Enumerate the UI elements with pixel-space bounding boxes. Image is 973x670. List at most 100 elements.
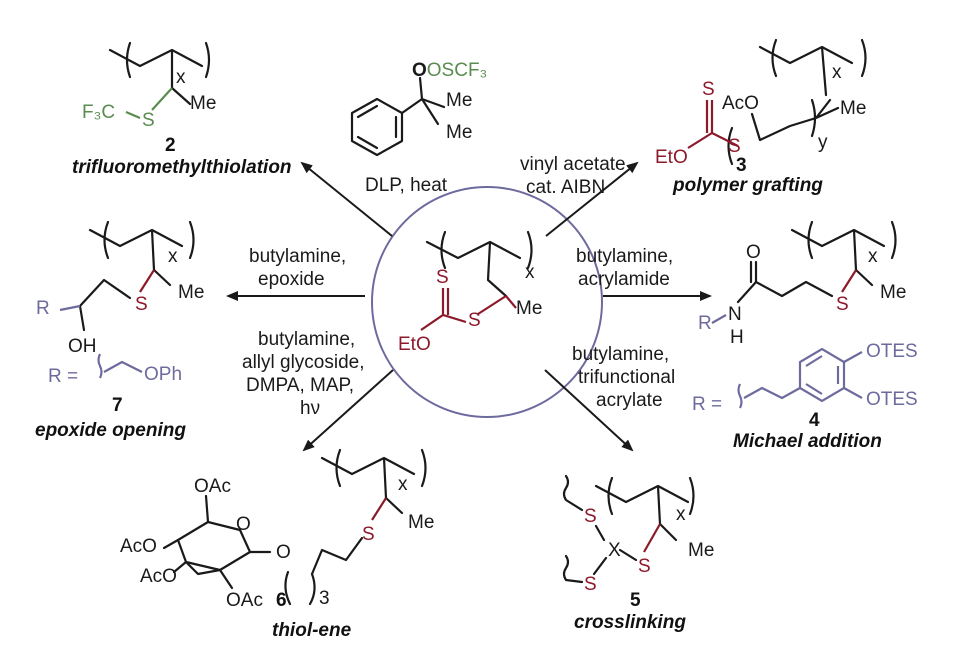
p6-sub3: 3 (319, 588, 330, 609)
product-7: x Me S R OH R = OPh 7 epoxide opening bu… (35, 220, 346, 441)
p7-r-def: R = (48, 366, 78, 387)
p4-brackets (807, 220, 897, 260)
p2-cf3: F₃C (82, 102, 115, 123)
p6-propyl (310, 536, 364, 576)
cond-xlink-1: butylamine, (572, 344, 669, 365)
reagent-conditions: DLP, heat (365, 175, 448, 196)
center-me: Me (516, 298, 542, 319)
p6-brackets (335, 448, 427, 488)
p5-brackets (607, 476, 695, 516)
cond-epox-1: butylamine, (249, 246, 346, 267)
reagent-me1: Me (446, 90, 472, 111)
p4-chain (736, 260, 834, 304)
p2-x: x (176, 67, 186, 88)
center-x: x (525, 262, 535, 283)
p6-aco1: AcO (120, 536, 157, 557)
p6-wedge-front (184, 560, 222, 576)
center-s2: S (468, 310, 481, 331)
p7-x: x (168, 246, 178, 267)
cond-graft-2: cat. AIBN (526, 177, 605, 198)
p5-x-center: X (608, 540, 621, 561)
p6-me: Me (408, 512, 434, 533)
product-6: x Me S 3 O O OAc AcO AcO OAc 6 thiol-ene (120, 448, 434, 641)
p2-brackets (125, 41, 211, 79)
cond-thiolene-2: allyl glycoside, (242, 352, 365, 373)
p5-wavy-links (562, 474, 584, 584)
p6-oac1: OAc (194, 476, 231, 497)
arrow-to-3 (545, 161, 639, 237)
p6-number: 6 (276, 590, 287, 611)
p4-n: N (728, 304, 742, 325)
p4-aryl-inner (805, 351, 863, 399)
center-backbone (425, 240, 522, 298)
benzene-ring (350, 97, 404, 157)
p6-s: S (362, 524, 375, 545)
p3-number: 3 (736, 155, 747, 176)
p2-cs-bond (151, 87, 173, 111)
p6-label: thiol-ene (272, 620, 352, 641)
p5-x: x (676, 504, 686, 525)
product-4: x Me S O N H R R = OTES OTES 4 Michael a… (576, 220, 918, 452)
p5-number: 5 (630, 590, 641, 611)
arrow-to-5 (544, 369, 634, 452)
p3-eto: EtO (655, 147, 688, 168)
p4-me: Me (880, 282, 906, 303)
cond-michael-2: acrylamide (578, 269, 670, 290)
center-s-bond (477, 295, 517, 315)
cond-thiolene-4: hν (300, 398, 320, 419)
p4-otes1: OTES (866, 341, 918, 362)
p6-c3 (172, 560, 188, 574)
p6-aco2: AcO (140, 566, 177, 587)
p2-backbone (108, 48, 204, 106)
p2-label: trifluoromethylthiolation (72, 157, 292, 178)
p7-cs-bond (139, 269, 155, 293)
p7-r-chain (97, 353, 143, 379)
center-circle (371, 186, 603, 418)
p3-aco: AcO (722, 93, 759, 114)
p4-h: H (730, 327, 744, 348)
p6-oac2: OAc (226, 590, 263, 611)
reagent-oscf3: OOSCF₃ (412, 60, 487, 81)
p5-x-bonds (592, 524, 638, 576)
p5-backbone (594, 484, 690, 542)
center-eto: EtO (398, 334, 431, 355)
cond-crosslink: butylamine, trifunctional acrylate (572, 344, 675, 411)
p4-r-chain (737, 383, 801, 409)
p3-outer-brackets (771, 38, 867, 78)
product-2: x Me S F₃C 2 trifluoromethylthiolation (72, 41, 292, 178)
reagent-quaternary (400, 76, 446, 126)
p7-s: S (135, 294, 148, 315)
p2-me: Me (190, 93, 216, 114)
p3-x: x (832, 62, 842, 83)
p5-me: Me (688, 540, 714, 561)
p2-number: 2 (165, 135, 176, 156)
p7-label: epoxide opening (35, 420, 186, 441)
arrow-to-6 (302, 369, 394, 452)
reagent-me2: Me (446, 122, 472, 143)
product-5: x Me S X S S 5 crosslinking (562, 474, 714, 633)
cond-thiolene-1: butylamine, (258, 329, 355, 350)
p4-s: S (836, 294, 849, 315)
p3-s1: S (702, 79, 715, 100)
p3-y: y (818, 132, 828, 153)
p6-c2 (218, 568, 234, 590)
p3-s2: S (728, 136, 741, 157)
cond-xlink-2: trifunctional (578, 367, 675, 388)
benzene-inner-bonds (356, 104, 398, 150)
p4-x: x (868, 246, 878, 267)
p6-n-brackets (284, 570, 316, 606)
cond-thiolene: butylamine, allyl glycoside, DMPA, MAP, … (242, 329, 365, 419)
p7-chain (78, 278, 132, 332)
p7-r-bond (59, 304, 81, 312)
p7-me: Me (178, 282, 204, 303)
p5-s1: S (584, 506, 597, 527)
center-repeat-brackets (440, 230, 533, 270)
p6-o-ring: O (236, 514, 251, 535)
arrow-to-2 (300, 161, 393, 237)
p4-o: O (746, 242, 761, 263)
p4-r-bond (711, 314, 727, 324)
center-macro-cta: x S Me S EtO (371, 186, 603, 418)
p4-r: R (698, 313, 712, 334)
cond-graft-1: vinyl acetate (520, 154, 626, 175)
